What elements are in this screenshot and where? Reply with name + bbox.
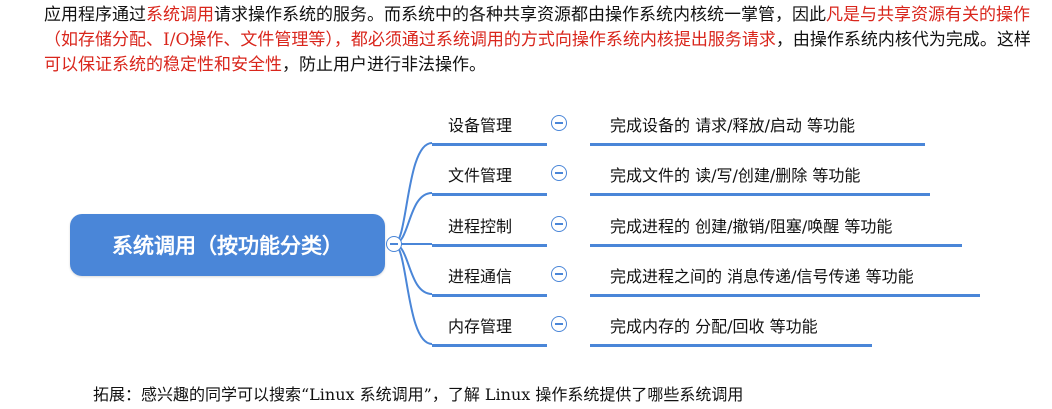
footer-note: 拓展：感兴趣的同学可以搜索“Linux 系统调用”，了解 Linux 操作系统提…	[93, 385, 744, 404]
branch-category-label: 文件管理	[448, 166, 513, 185]
intro-highlight-2: 凡是与共享资源有关的操作（如存储分配、I/O操作、文件管理等），都必须通过系统调…	[44, 5, 1030, 50]
branch-process-control[interactable]: 进程控制 完成进程的 创建/撤销/阻塞/唤醒 等功能	[432, 208, 980, 247]
branch-description: 完成进程之间的 消息传递/信号传递 等功能	[610, 267, 914, 286]
collapse-minus-icon[interactable]	[551, 115, 567, 131]
branch-description: 完成文件的 读/写/创建/删除 等功能	[610, 166, 861, 185]
intro-paragraph: 应用程序通过系统调用请求操作系统的服务。而系统中的各种共享资源都由操作系统内核统…	[44, 3, 1034, 78]
description-underline	[590, 344, 872, 347]
description-underline	[590, 193, 930, 196]
intro-highlight-3: 可以保证系统的稳定性和安全性	[44, 55, 282, 75]
collapse-minus-icon[interactable]	[551, 216, 567, 232]
branch-device-management[interactable]: 设备管理 完成设备的 请求/释放/启动 等功能	[432, 107, 980, 146]
branch-memory-management[interactable]: 内存管理 完成内存的 分配/回收 等功能	[432, 308, 980, 347]
description-underline	[590, 294, 980, 297]
description-underline	[590, 143, 925, 146]
branch-description: 完成设备的 请求/释放/启动 等功能	[610, 116, 855, 135]
branch-process-communication[interactable]: 进程通信 完成进程之间的 消息传递/信号传递 等功能	[432, 258, 980, 297]
branch-description: 完成进程的 创建/撤销/阻塞/唤醒 等功能	[610, 217, 893, 236]
branch-file-management[interactable]: 文件管理 完成文件的 读/写/创建/删除 等功能	[432, 157, 980, 196]
intro-text-1: 应用程序通过	[44, 5, 146, 25]
branch-description: 完成内存的 分配/回收 等功能	[610, 317, 818, 336]
collapse-minus-icon[interactable]	[551, 165, 567, 181]
branch-underline	[432, 294, 547, 297]
branch-category-label: 进程通信	[448, 267, 513, 286]
branch-category-label: 内存管理	[448, 317, 513, 336]
branch-underline	[432, 344, 547, 347]
intro-text-2: 请求操作系统的服务。而系统中的各种共享资源都由操作系统内核统一掌管，因此	[214, 5, 826, 25]
intro-highlight-1: 系统调用	[146, 5, 214, 25]
branch-underline	[432, 244, 547, 247]
intro-text-3: ，由操作系统内核代为完成。这样	[775, 30, 1031, 50]
root-collapse-icon[interactable]	[386, 236, 402, 252]
branch-category-label: 进程控制	[448, 217, 513, 236]
branch-underline	[432, 143, 547, 146]
connector-branch-5	[393, 243, 433, 345]
branch-category-label: 设备管理	[448, 116, 513, 135]
description-underline	[590, 244, 962, 247]
root-node[interactable]: 系统调用（按功能分类）	[70, 214, 385, 276]
collapse-minus-icon[interactable]	[551, 316, 567, 332]
branch-underline	[432, 193, 547, 196]
collapse-minus-icon[interactable]	[551, 266, 567, 282]
root-node-label: 系统调用（按功能分类）	[112, 234, 343, 258]
intro-text-4: ，防止用户进行非法操作。	[282, 55, 486, 75]
